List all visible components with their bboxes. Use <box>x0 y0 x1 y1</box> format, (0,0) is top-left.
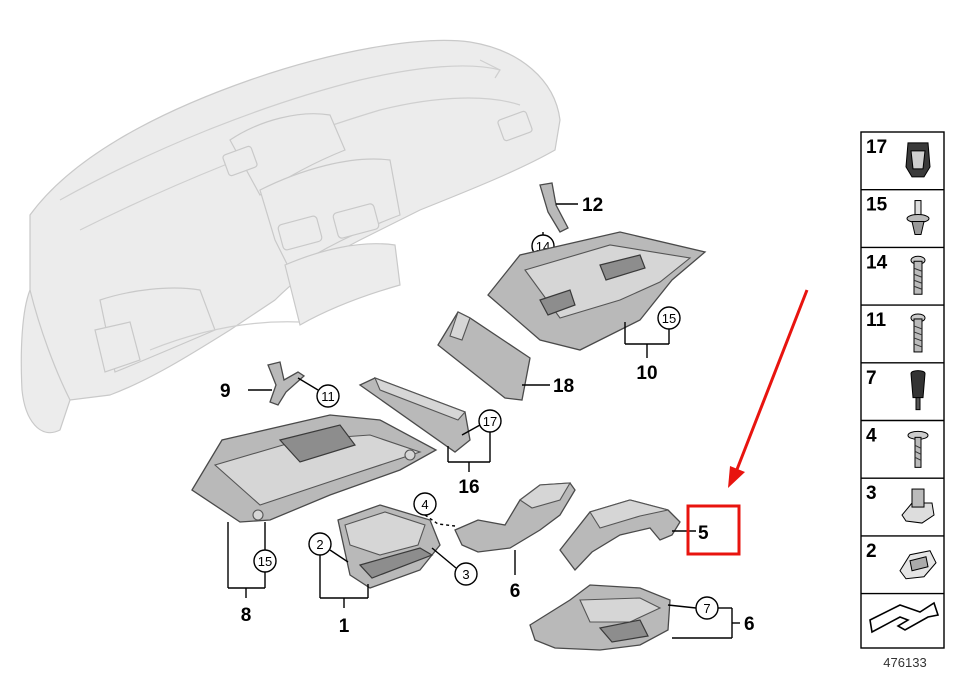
fastener-legend: 17 15 14 11 7 4 3 2 476133 <box>860 131 945 670</box>
part-13-bracket <box>539 182 569 233</box>
plug-icon <box>910 370 926 411</box>
screw-icon <box>910 255 926 295</box>
part-6-column-cover <box>529 584 671 651</box>
legend-row-14: 14 <box>861 246 944 295</box>
circled-11-label: 11 <box>321 389 335 404</box>
callout-16: 16 <box>458 477 479 498</box>
callout-12: 10 <box>636 363 657 384</box>
callout-13: 12 <box>582 195 603 216</box>
part-1-housing <box>337 504 441 589</box>
callout-10: 9 <box>220 381 231 402</box>
legend-label: 2 <box>866 541 877 562</box>
legend-row-2: 2 <box>861 535 944 580</box>
callout-5: 5 <box>698 523 709 544</box>
circled-3-marker <box>454 562 478 586</box>
part-16-trim <box>358 377 471 453</box>
spring-clip-icon <box>899 550 937 580</box>
circled-4-label: 4 <box>421 497 428 512</box>
circled-7-label: 7 <box>703 601 710 616</box>
legend-row-3: 3 <box>861 477 944 524</box>
part-8-trim <box>454 482 576 553</box>
part-12-tray <box>487 231 707 351</box>
circled-15-upper-label: 15 <box>662 311 676 326</box>
circled-11-marker <box>316 384 340 408</box>
collar-screw-icon <box>907 430 929 468</box>
legend-label: 15 <box>866 195 888 216</box>
legend-label: 7 <box>866 368 877 389</box>
circled-3-label: 3 <box>462 567 469 582</box>
reference-number: 476133 <box>883 655 926 670</box>
legend-row-4: 4 <box>861 419 944 468</box>
legend-label: 14 <box>866 252 888 273</box>
legend-row-7: 7 <box>861 362 944 411</box>
clip-nut-icon <box>905 142 931 178</box>
legend-row-17: 17 <box>866 137 931 178</box>
callout-8: 6 <box>510 581 521 602</box>
direction-arrow-icon <box>869 601 940 634</box>
nut-clip-icon <box>901 488 935 524</box>
part-5-column-cover <box>559 499 681 572</box>
dashboard-ghost-illustration <box>20 39 561 434</box>
legend-row-15: 15 <box>861 188 944 236</box>
legend-label: 11 <box>866 310 887 331</box>
red-annotation-arrow <box>728 289 809 488</box>
highlight-box-part-5 <box>686 504 741 556</box>
legend-label: 4 <box>866 426 877 447</box>
legend-label: 3 <box>866 483 877 504</box>
expanding-rivet-icon <box>906 200 930 236</box>
circled-15-lower-label: 15 <box>258 554 272 569</box>
circled-15-lower-marker <box>253 549 277 573</box>
callout-1: 1 <box>339 616 350 637</box>
screw-icon <box>910 313 926 353</box>
legend-label: 17 <box>866 137 887 158</box>
part-9-tray <box>191 414 438 523</box>
circled-2-label: 2 <box>316 537 323 552</box>
circled-15-upper-marker <box>657 306 681 330</box>
callout-18: 18 <box>553 376 574 397</box>
circled-17-label: 17 <box>483 414 497 429</box>
callout-6: 6 <box>744 614 755 635</box>
legend-row-11: 11 <box>861 304 944 353</box>
part-10-bracket <box>267 361 306 406</box>
part-18-trim <box>437 311 531 401</box>
callout-9: 8 <box>241 605 252 626</box>
